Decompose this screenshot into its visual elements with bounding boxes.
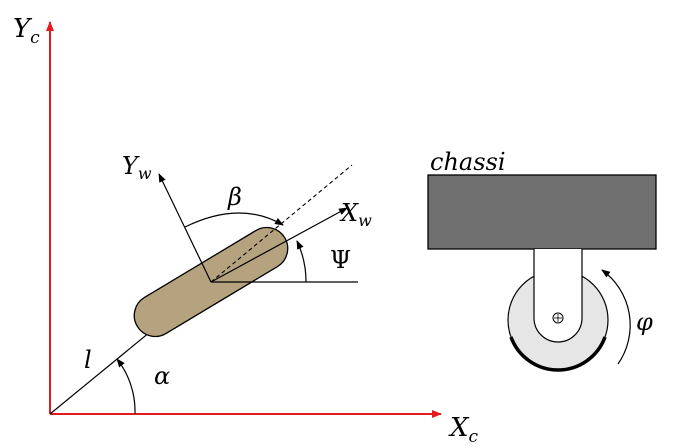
beta-arc	[184, 212, 284, 228]
y-axis-label: Yc	[13, 14, 40, 48]
xw-label: Xw	[339, 199, 372, 230]
psi-label: Ψ	[330, 246, 351, 274]
chassis-block	[427, 174, 657, 250]
caster-wheel-rim	[509, 336, 607, 372]
length-label: l	[84, 346, 92, 374]
phi-arrow	[601, 269, 631, 365]
phi-label: φ	[636, 308, 653, 336]
psi-arc	[296, 240, 307, 283]
alpha-label: α	[154, 362, 170, 390]
x-axis-label: Xc	[448, 413, 479, 447]
beta-label: β	[227, 183, 242, 211]
alpha-arc	[116, 358, 136, 415]
xw-axis	[210, 207, 348, 283]
yw-label: Yw	[122, 152, 152, 183]
chassis-label: chassi	[430, 148, 506, 176]
caster-fork	[533, 249, 583, 343]
yw-axis	[158, 173, 212, 283]
